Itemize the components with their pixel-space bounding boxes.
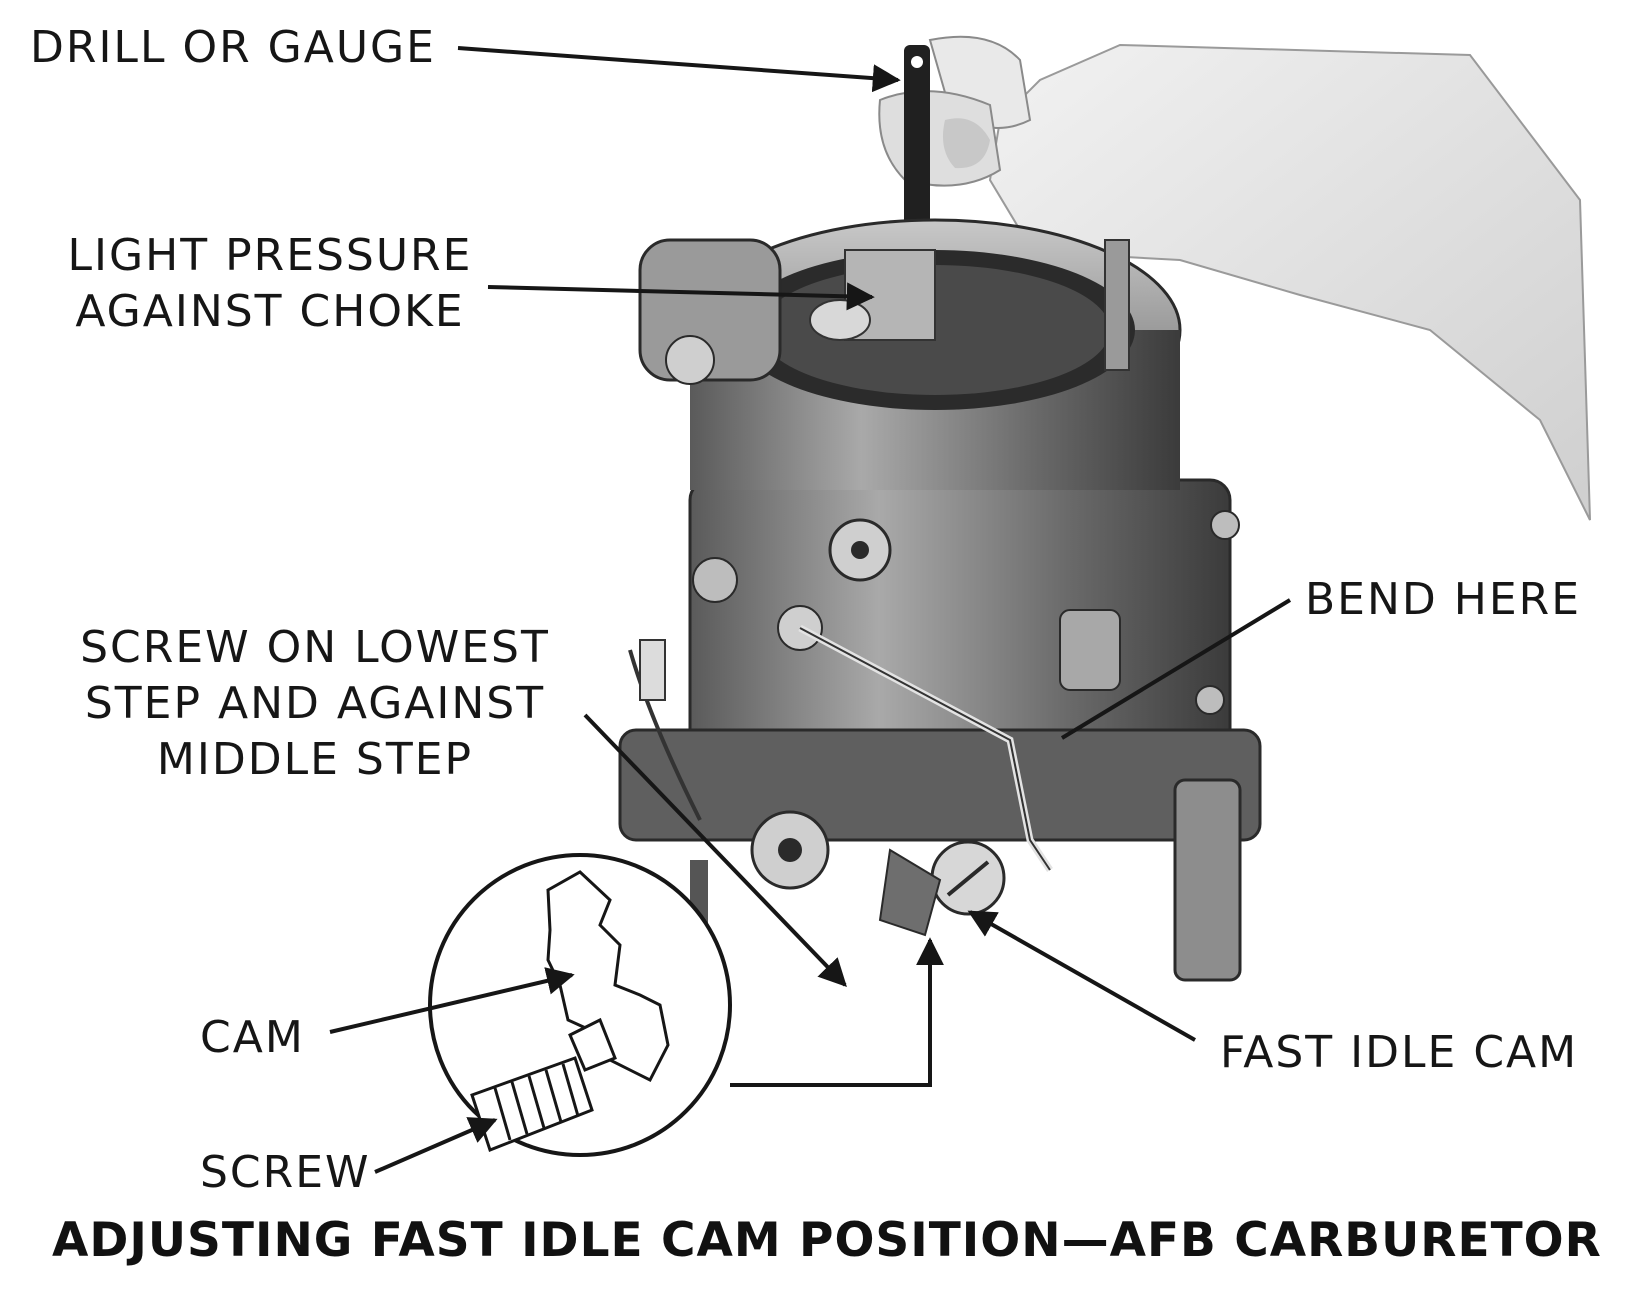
- label-screw-on-lowest-line2: STEP AND AGAINST: [84, 678, 546, 729]
- label-fast-idle-cam: FAST IDLE CAM: [1220, 1027, 1579, 1078]
- label-screw-on-lowest-line3: MIDDLE STEP: [156, 734, 474, 785]
- label-drill-or-gauge: DRILL OR GAUGE: [30, 22, 436, 73]
- leader-fast-idle-cam: [967, 910, 1196, 1042]
- label-light-pressure-line1: LIGHT PRESSURE: [67, 230, 473, 281]
- inset-detail: [428, 853, 944, 1157]
- leader-drill-or-gauge: [457, 46, 901, 93]
- leader-screw: [374, 1117, 498, 1174]
- label-screw: SCREW: [200, 1147, 371, 1198]
- label-cam: CAM: [200, 1012, 305, 1063]
- leader-cam: [329, 967, 575, 1034]
- leader-screw-on-lowest: [583, 713, 847, 988]
- label-light-pressure-line2: AGAINST CHOKE: [75, 286, 465, 337]
- label-bend-here: BEND HERE: [1305, 574, 1582, 625]
- leader-lines: [329, 46, 1292, 1174]
- leader-bend-here: [1060, 598, 1292, 740]
- leader-light-pressure: [487, 282, 875, 311]
- label-screw-on-lowest: SCREW ON LOWEST STEP AND AGAINST MIDDLE …: [50, 620, 580, 788]
- figure-caption: ADJUSTING FAST IDLE CAM POSITION—AFB CAR…: [52, 1213, 1602, 1268]
- label-screw-on-lowest-line1: SCREW ON LOWEST: [80, 622, 550, 673]
- label-light-pressure: LIGHT PRESSURE AGAINST CHOKE: [60, 228, 480, 340]
- carburetor-body: [618, 218, 1262, 982]
